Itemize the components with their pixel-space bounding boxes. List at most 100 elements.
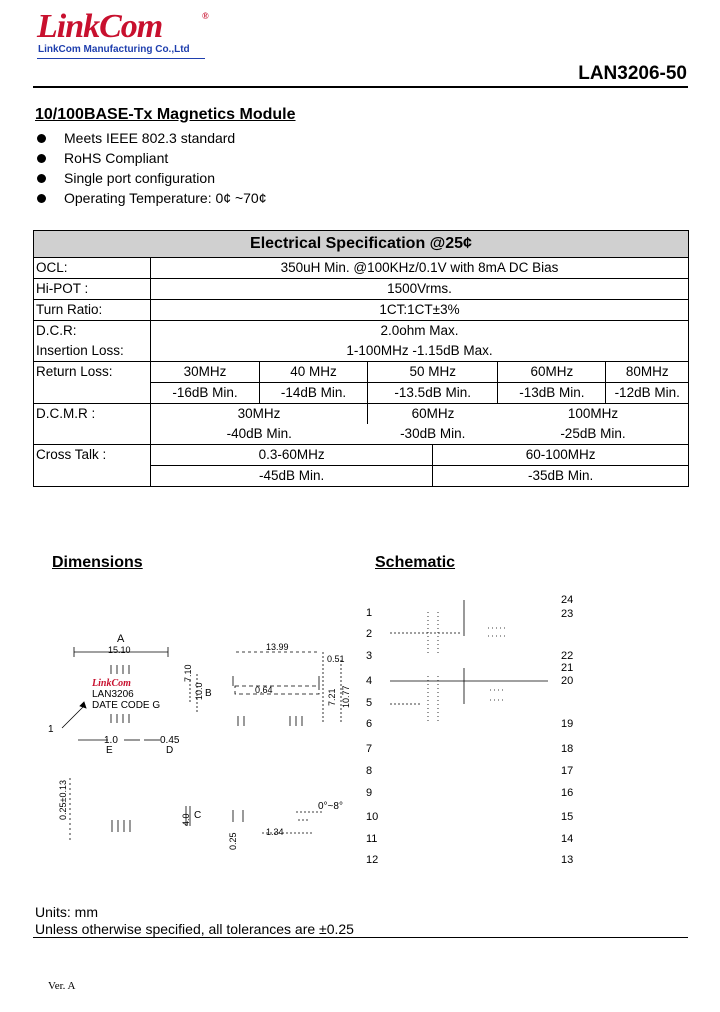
return-loss-label: Return Loss: <box>33 361 151 404</box>
cross-talk-label: Cross Talk : <box>33 444 151 487</box>
company-logo: LinkCom ® <box>37 8 209 45</box>
dcr-label: D.C.R: <box>33 320 151 341</box>
dim-value-pad: 0.51 <box>327 654 345 664</box>
dcmr-value: -40dB Min. <box>150 424 368 445</box>
schematic-right-pin: 17 <box>561 765 574 777</box>
registered-mark: ® <box>202 11 209 21</box>
dim-value-top-width: 13.99 <box>266 642 289 652</box>
dcmr-freq: 100MHz <box>497 403 689 424</box>
marking-logo: LinkCom <box>92 678 131 689</box>
schematic-left-pin: 2 <box>366 628 373 640</box>
dcmr-freq: 30MHz <box>150 403 368 424</box>
schematic-right-pin: 13 <box>561 854 574 866</box>
dim-label-b: B <box>205 688 212 699</box>
side-pin-marks <box>237 716 303 726</box>
return-loss-value: -14dB Min. <box>259 382 368 404</box>
hipot-label: Hi-POT : <box>33 278 151 300</box>
bottom-pin-marks <box>110 714 130 723</box>
company-name: LinkCom Manufacturing Co.,Ltd <box>38 44 190 55</box>
ocl-label: OCL: <box>33 257 151 279</box>
dim-label-c: C <box>194 810 202 821</box>
return-loss-freq: 50 MHz <box>366 361 499 383</box>
schematic-right-pin: 15 <box>561 811 574 823</box>
dim-value-e: 1.0 <box>104 735 118 746</box>
header-divider <box>33 86 688 88</box>
dcmr-spacer <box>33 424 151 445</box>
product-title: 10/100BASE-Tx Magnetics Module <box>35 106 296 123</box>
schematic-right-pin: 22 <box>561 650 574 662</box>
spec-table-title: Electrical Specification @25¢ <box>33 230 689 258</box>
schematic-left-pin: 4 <box>366 675 373 687</box>
dim-value-pitch: 0.64 <box>255 685 273 695</box>
insertion-loss-value: 1-100MHz -1.15dB Max. <box>150 341 689 362</box>
dimensions-title: Dimensions <box>52 554 143 571</box>
schematic-right-pin: 16 <box>561 787 574 799</box>
schematic-right-pin: 14 <box>561 833 574 845</box>
return-loss-freq: 80MHz <box>605 361 689 383</box>
schematic-left-pin: 7 <box>366 743 373 755</box>
feature-item: Meets IEEE 802.3 standard <box>35 128 267 148</box>
dcmr-value: -30dB Min. <box>367 424 498 445</box>
schematic-left-pin: 12 <box>366 854 379 866</box>
return-loss-freq: 40 MHz <box>259 361 368 383</box>
insertion-loss-label: Insertion Loss: <box>33 341 151 362</box>
cross-talk-value: -35dB Min. <box>432 465 689 487</box>
dim-value-h1: 7.21 <box>327 688 337 706</box>
cross-talk-freq: 60-100MHz <box>432 444 689 466</box>
marking-part: LAN3206 <box>92 689 134 700</box>
schematic-right-pin: 18 <box>561 743 574 755</box>
dim-value-tolerance: 0.25±0.13 <box>58 780 68 820</box>
schematic-drawing <box>390 600 548 722</box>
schematic-left-pin: 6 <box>366 718 373 730</box>
units-note: Units: mm <box>35 904 98 920</box>
dim-label-d: D <box>166 745 174 756</box>
turn-ratio-label: Turn Ratio: <box>33 299 151 321</box>
schematic-right-pin: 21 <box>561 662 574 674</box>
ocl-value: 350uH Min. @100KHz/0.1V with 8mA DC Bias <box>150 257 689 279</box>
electrical-spec-table: Electrical Specification @25¢ OCL: 350uH… <box>33 230 689 487</box>
dim-label-e: E <box>106 745 113 756</box>
cross-talk-value: -45dB Min. <box>149 465 434 487</box>
logo-divider <box>37 58 205 59</box>
return-loss-value: -13.5dB Min. <box>366 382 499 404</box>
return-loss-value: -13dB Min. <box>497 382 607 404</box>
dim-value-c: 4.0 <box>181 813 191 826</box>
pin1-arrow <box>61 705 85 729</box>
marking-date-code: DATE CODE G <box>92 700 161 711</box>
return-loss-value: -12dB Min. <box>605 382 689 404</box>
turn-ratio-value: 1CT:1CT±3% <box>150 299 689 321</box>
dim-value-a: 15.10 <box>108 645 131 655</box>
schematic-right-pin: 19 <box>561 718 574 730</box>
feature-item: Single port configuration <box>35 168 267 188</box>
schematic-left-pin: 9 <box>366 787 373 799</box>
feature-list: Meets IEEE 802.3 standard RoHS Compliant… <box>35 128 267 208</box>
part-number: LAN3206-50 <box>578 63 687 84</box>
schematic-left-pin: 1 <box>366 607 373 619</box>
schematic-left-pin: 11 <box>366 833 378 845</box>
feature-item: Operating Temperature: 0¢ ~70¢ <box>35 188 267 208</box>
return-loss-freq: 60MHz <box>497 361 607 383</box>
pin1-label: 1 <box>48 724 54 735</box>
version-label: Ver. A <box>48 980 76 992</box>
return-loss-value: -16dB Min. <box>150 382 260 404</box>
feature-item: RoHS Compliant <box>35 148 267 168</box>
dim-value-b1: 7.10 <box>183 664 193 682</box>
dim-label-a: A <box>117 633 125 645</box>
schematic-right-pin: 24 <box>561 594 574 606</box>
dcmr-freq: 60MHz <box>367 403 498 424</box>
schematic-title: Schematic <box>375 554 456 571</box>
schematic-left-pin: 3 <box>366 650 373 662</box>
dim-value-d: 0.45 <box>160 735 180 746</box>
schematic-left-pin: 5 <box>366 697 373 709</box>
dim-value-h2: 10.77 <box>341 685 351 708</box>
dcmr-value: -25dB Min. <box>497 424 689 445</box>
schematic-left-pin: 8 <box>366 765 373 777</box>
dim-value-b2: 10.0 <box>194 682 204 700</box>
dim-value-angle: 0°~8° <box>318 801 343 812</box>
dcr-value: 2.0ohm Max. <box>150 320 689 341</box>
dcmr-label: D.C.M.R : <box>33 403 151 424</box>
return-loss-freq: 30MHz <box>150 361 260 383</box>
schematic-right-pin: 20 <box>561 675 574 687</box>
footer-divider <box>33 937 688 938</box>
logo-text: LinkCom <box>37 8 163 45</box>
